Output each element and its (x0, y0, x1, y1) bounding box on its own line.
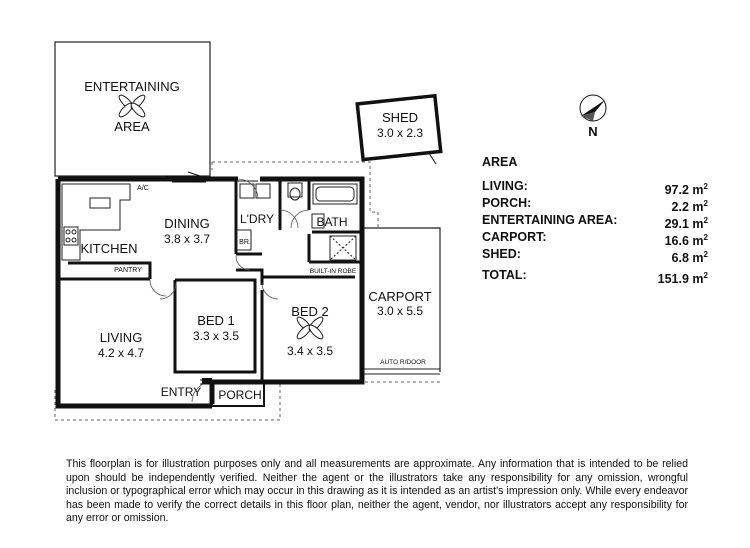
dining-dims: 3.8 x 3.7 (164, 232, 210, 246)
area-row-label: ENTERTAINING AREA: (482, 213, 618, 227)
door-swings (149, 178, 310, 403)
area-row-label: SHED: (482, 247, 521, 261)
entertaining-area-label: ENTERTAINING (84, 79, 180, 94)
bed1-dims: 3.3 x 3.5 (193, 329, 239, 343)
compass-north-label: N (588, 124, 597, 139)
disclaimer: This floorplan is for illustration purpo… (66, 458, 688, 525)
bed2-dims: 3.4 x 3.5 (287, 344, 333, 358)
ac-label: A/C (137, 185, 149, 192)
area-row: LIVING: 97.2 m2 (482, 178, 708, 198)
area-row-value: 6.8 m2 (671, 250, 708, 266)
compass-icon (579, 94, 607, 122)
area-row: CARPORT: 16.6 m2 (482, 229, 708, 249)
entertaining-area-label: AREA (114, 119, 150, 134)
windows (55, 176, 365, 409)
interior-walls (58, 179, 362, 382)
living-label: LIVING (100, 330, 143, 345)
carport-label: CARPORT (368, 289, 431, 304)
kitchen-bench (61, 183, 131, 261)
area-total-label: TOTAL: (482, 268, 527, 282)
laundry-label: L'DRY (240, 212, 274, 226)
porch-label: PORCH (218, 388, 261, 402)
carport (362, 227, 441, 375)
pantry-label: PANTRY (114, 267, 142, 274)
area-row: PORCH: 2.2 m2 (482, 195, 708, 215)
carport-door-label: AUTO R/DOOR (380, 359, 426, 366)
entry-label: ENTRY (161, 385, 201, 399)
area-row: SHED: 6.8 m2 (482, 246, 708, 266)
built-in-robe-label: BUILT-IN ROBE (310, 268, 357, 275)
area-heading: AREA (482, 155, 518, 169)
dining-label: DINING (164, 216, 210, 231)
sliding-door (166, 171, 206, 183)
shed-label: SHED (382, 110, 418, 125)
area-row-label: CARPORT: (482, 230, 547, 244)
area-row-value: 97.2 m2 (664, 182, 708, 198)
bed2-label: BED 2 (291, 304, 329, 319)
bed1-label: BED 1 (197, 313, 235, 328)
bath-label: BATH (316, 215, 347, 229)
living-dims: 4.2 x 4.7 (98, 346, 144, 360)
broom-label: BR. (239, 239, 251, 246)
shed-dims: 3.0 x 2.3 (377, 126, 423, 140)
area-total-value: 151.9 m2 (657, 271, 708, 287)
ceiling-fan-icon (296, 316, 324, 340)
area-row-value: 2.2 m2 (671, 199, 708, 215)
area-row: ENTERTAINING AREA: 29.1 m2 (482, 212, 708, 232)
area-row-value: 29.1 m2 (664, 216, 708, 232)
carport-dims: 3.0 x 5.5 (377, 304, 423, 318)
area-row-value: 16.6 m2 (664, 233, 708, 249)
entertaining-area (54, 41, 211, 177)
ceiling-fan-icon (118, 94, 146, 118)
kitchen-label: KITCHEN (80, 241, 137, 256)
area-total-row: TOTAL: 151.9 m2 (482, 267, 708, 287)
area-row-label: LIVING: (482, 179, 528, 193)
porch (202, 378, 265, 407)
wet-area-fixtures (236, 182, 358, 261)
shed (355, 93, 443, 165)
area-row-label: PORCH: (482, 196, 532, 210)
